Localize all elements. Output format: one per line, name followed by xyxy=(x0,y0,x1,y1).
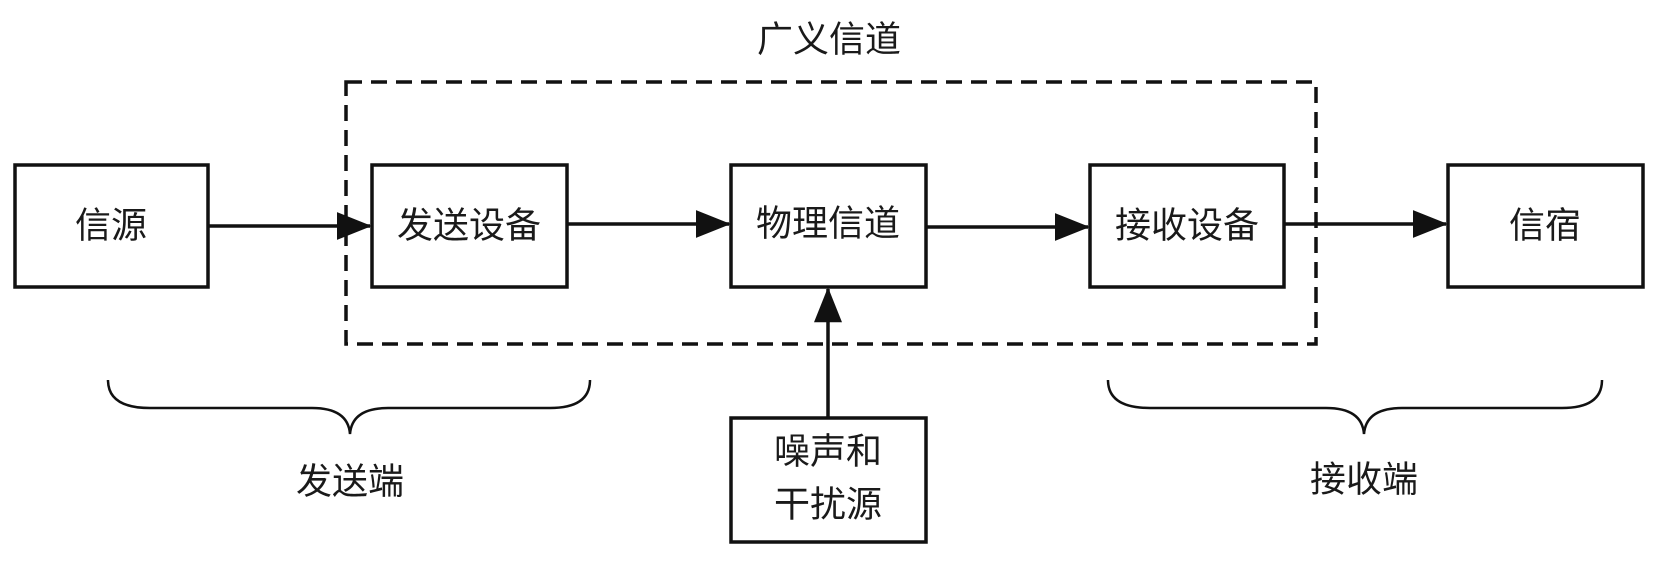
sink-label: 信宿 xyxy=(1509,206,1581,247)
noise-source-box: 噪声和 干扰源 xyxy=(729,416,928,544)
physical-channel-label: 物理信道 xyxy=(756,204,900,245)
physical-channel-box: 物理信道 xyxy=(729,163,928,289)
source-label: 信源 xyxy=(75,206,147,247)
transmitter-box: 发送设备 xyxy=(370,163,569,289)
receiver-box: 接收设备 xyxy=(1088,163,1286,289)
receiver-label: 接收设备 xyxy=(1115,206,1259,247)
receive-end-brace xyxy=(1106,379,1604,435)
transmit-end-label: 发送端 xyxy=(296,462,404,503)
source-box: 信源 xyxy=(13,163,210,289)
noise-label-line2: 干扰源 xyxy=(774,485,882,526)
transmitter-label: 发送设备 xyxy=(397,206,541,247)
broad-channel-label: 广义信道 xyxy=(757,20,901,61)
transmit-end-brace xyxy=(106,379,592,435)
noise-label-line1: 噪声和 xyxy=(774,432,882,473)
receive-end-label: 接收端 xyxy=(1310,460,1418,501)
sink-box: 信宿 xyxy=(1446,163,1645,289)
